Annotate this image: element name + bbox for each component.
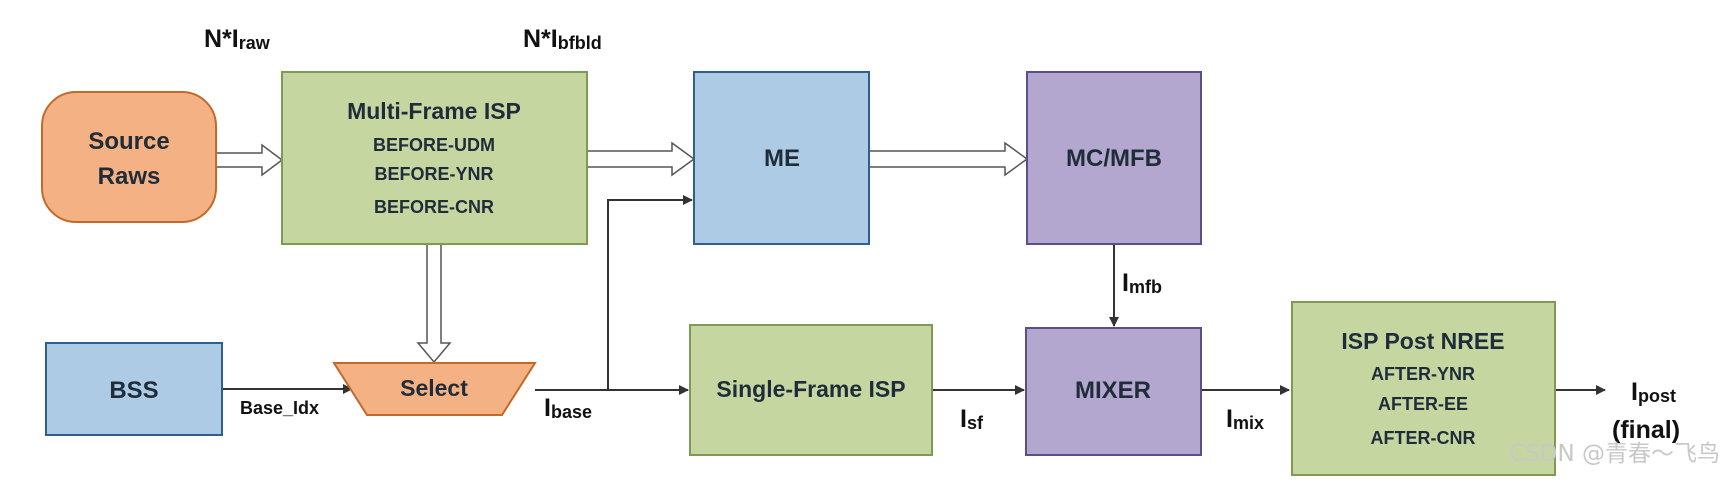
label-ibase-sub: base [551,402,592,422]
isp-post-item: AFTER-YNR [1371,364,1475,384]
label-imfb-prefix: I [1122,269,1129,297]
arrow-source-to-mfisp [215,143,284,177]
bss-label: BSS [109,377,158,404]
single-frame-isp-label: Single-Frame ISP [716,376,905,402]
isp-post-item: AFTER-CNR [1371,428,1476,448]
label-n-iraw: N*Iraw [204,25,271,53]
isp-post-title: ISP Post NREE [1341,328,1504,354]
multi-frame-isp-item: BEFORE-YNR [374,164,493,184]
label-ibase: Ibase [544,394,592,422]
label-n-iraw-prefix: N*I [204,25,239,53]
mixer-label: MIXER [1075,377,1151,404]
arrow-mfisp-to-select [416,243,452,364]
source-raws-line2: Raws [98,163,161,190]
node-single-frame-isp: Single-Frame ISP [689,324,933,456]
node-source-raws: Source Raws [41,91,217,223]
label-ipost-prefix: I [1631,378,1638,406]
node-bss: BSS [45,342,223,436]
label-isf: Isf [960,405,984,433]
node-me: ME [693,71,870,245]
arrow-mfisp-to-me [586,141,696,177]
node-mc-mfb: MC/MFB [1026,71,1202,245]
multi-frame-isp-title: Multi-Frame ISP [347,98,521,124]
label-imfb: Imfb [1122,269,1162,297]
label-imix: Imix [1226,405,1264,433]
mc-mfb-label: MC/MFB [1066,145,1162,172]
label-ipost: Ipost [1631,378,1676,406]
arrow-me-to-mcmfb [868,141,1029,177]
node-isp-post-nree: ISP Post NREE AFTER-YNR AFTER-EE AFTER-C… [1291,301,1556,476]
label-n-ibfbld-prefix: N*I [523,25,558,53]
label-n-ibfbld-sub: bfbld [558,33,602,53]
source-raws-line1: Source [88,128,169,155]
label-ibase-prefix: I [544,394,551,422]
label-base-idx: Base_Idx [240,398,319,418]
label-imfb-sub: mfb [1129,277,1162,297]
watermark: CSDN @青春～飞鸟 [1509,441,1720,467]
label-n-iraw-sub: raw [239,33,271,53]
label-n-ibfbld: N*Ibfbld [523,25,602,53]
me-label: ME [764,145,800,172]
label-imix-sub: mix [1233,413,1264,433]
select-label: Select [400,375,468,401]
label-ipost-sub: post [1638,386,1676,406]
multi-frame-isp-item: BEFORE-CNR [374,197,494,217]
label-isf-prefix: I [960,405,967,433]
node-multi-frame-isp: Multi-Frame ISP BEFORE-UDM BEFORE-YNR BE… [281,71,588,245]
node-mixer: MIXER [1025,327,1202,456]
label-imix-prefix: I [1226,405,1233,433]
multi-frame-isp-item: BEFORE-UDM [373,135,495,155]
label-final: (final) [1612,416,1680,444]
node-select: Select [332,362,537,416]
label-isf-sub: sf [967,413,984,433]
isp-post-item: AFTER-EE [1378,394,1468,414]
